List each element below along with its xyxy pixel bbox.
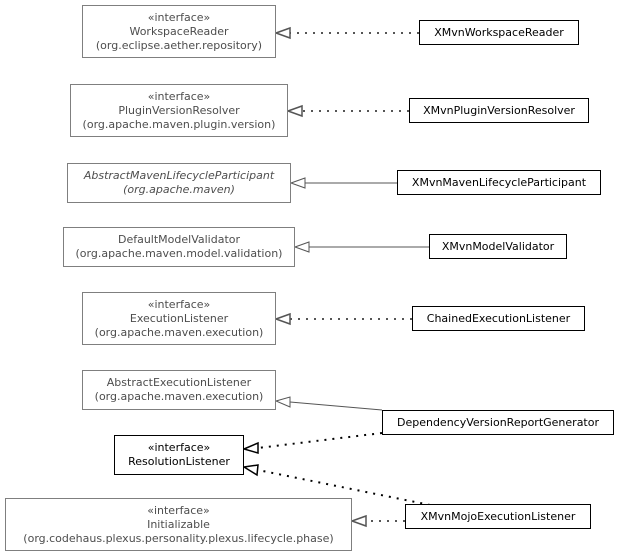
- class-name: XMvnMojoExecutionListener: [420, 509, 576, 523]
- edge-resolution-listener-from-report: [257, 432, 383, 449]
- xmvn-maven-lifecycle-participant-box[interactable]: XMvnMavenLifecycleParticipant: [397, 170, 601, 195]
- arrowhead-initializable: [349, 514, 367, 528]
- stereotype-label: «interface»: [147, 503, 210, 517]
- class-name: DefaultModelValidator: [117, 233, 241, 246]
- arrowhead-lifecycle-participant: [289, 177, 306, 189]
- class-name: XMvnMavenLifecycleParticipant: [411, 175, 587, 189]
- execution-listener-box[interactable]: «interface» ExecutionListener (org.apach…: [82, 292, 276, 345]
- resolution-listener-box[interactable]: «interface» ResolutionListener: [114, 435, 244, 475]
- class-name: WorkspaceReader: [129, 24, 229, 38]
- package-name: (org.eclipse.aether.repository): [95, 38, 263, 52]
- class-name: ChainedExecutionListener: [426, 311, 571, 325]
- xmvn-mojo-execution-listener-box[interactable]: XMvnMojoExecutionListener: [405, 504, 591, 529]
- plugin-version-resolver-box[interactable]: «interface» PluginVersionResolver (org.a…: [70, 84, 288, 137]
- arrowhead-plugin-version-resolver: [285, 104, 303, 118]
- stereotype-label: «interface»: [147, 297, 211, 311]
- arrowhead-resolution-listener-lower: [241, 464, 259, 477]
- package-name: (org.apache.maven.model.validation): [75, 247, 283, 260]
- package-name: (org.apache.maven.execution): [94, 325, 264, 339]
- arrowhead-workspace-reader: [273, 26, 291, 40]
- arrowhead-abstract-execution-listener: [274, 396, 291, 408]
- class-name: ExecutionListener: [129, 311, 229, 325]
- package-name: (org.apache.maven.execution): [94, 390, 264, 403]
- class-name: AbstractMavenLifecycleParticipant: [83, 169, 275, 182]
- class-name: ResolutionListener: [128, 455, 230, 468]
- initializable-box[interactable]: «interface» Initializable (org.codehaus.…: [5, 498, 352, 551]
- edge-abstract-execution-listener: [289, 401, 383, 411]
- arrowhead-model-validator: [293, 241, 310, 253]
- package-name: (org.apache.maven.plugin.version): [82, 117, 276, 131]
- class-name: XMvnModelValidator: [441, 239, 555, 253]
- class-name: Initializable: [147, 517, 210, 531]
- abstract-execution-listener-box[interactable]: AbstractExecutionListener (org.apache.ma…: [82, 370, 276, 410]
- arrowhead-resolution-listener-upper: [241, 441, 259, 454]
- stereotype-label: «interface»: [147, 441, 211, 454]
- workspace-reader-box[interactable]: «interface» WorkspaceReader (org.eclipse…: [82, 5, 276, 58]
- xmvn-plugin-version-resolver-box[interactable]: XMvnPluginVersionResolver: [409, 98, 589, 123]
- default-model-validator-box[interactable]: DefaultModelValidator (org.apache.maven.…: [63, 227, 295, 267]
- package-name: (org.codehaus.plexus.personality.plexus.…: [23, 531, 334, 545]
- chained-execution-listener-box[interactable]: ChainedExecutionListener: [412, 306, 585, 331]
- dependency-version-report-generator-box[interactable]: DependencyVersionReportGenerator: [382, 410, 614, 435]
- package-name: (org.apache.maven): [123, 183, 235, 196]
- xmvn-model-validator-box[interactable]: XMvnModelValidator: [429, 234, 567, 259]
- arrowhead-execution-listener: [273, 312, 291, 326]
- class-name: AbstractExecutionListener: [106, 376, 252, 389]
- class-name: XMvnWorkspaceReader: [434, 25, 564, 39]
- stereotype-label: «interface»: [147, 89, 211, 103]
- xmvn-workspace-reader-box[interactable]: XMvnWorkspaceReader: [419, 20, 579, 45]
- abstract-maven-lifecycle-participant-box[interactable]: AbstractMavenLifecycleParticipant (org.a…: [67, 163, 291, 203]
- class-name: DependencyVersionReportGenerator: [396, 415, 599, 429]
- stereotype-label: «interface»: [147, 10, 211, 24]
- class-name: PluginVersionResolver: [118, 103, 240, 117]
- class-name: XMvnPluginVersionResolver: [423, 103, 575, 117]
